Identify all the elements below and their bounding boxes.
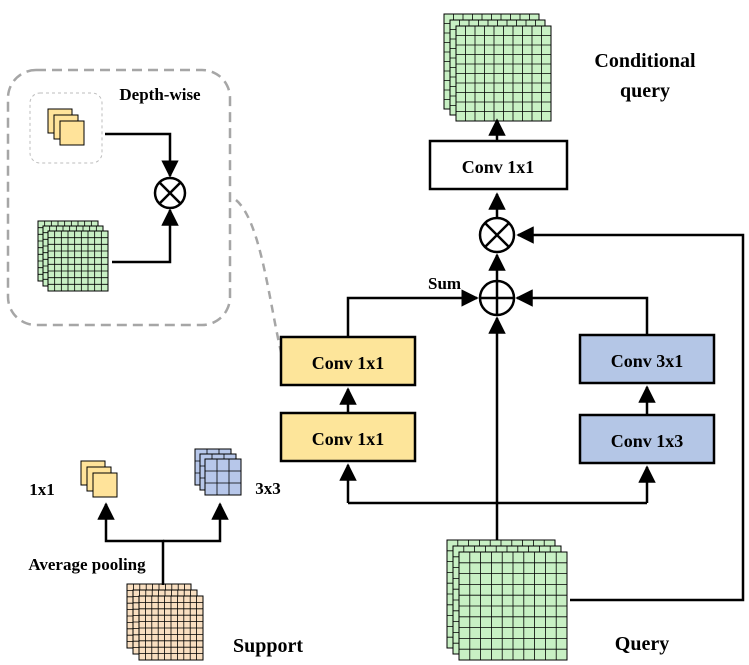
yellow-conv-bottom: [279, 411, 417, 463]
yellow-conv-bottom-label: Conv 1x1: [312, 429, 385, 449]
conditional-query-feature-stack: [443, 13, 552, 122]
conditional-query-label-line1: Conditional: [594, 50, 696, 72]
sum-label: Sum: [428, 274, 461, 293]
average-pooling-label: Average pooling: [28, 555, 146, 574]
blue-conv-bottom-label: Conv 1x3: [611, 431, 684, 451]
depthwise-multiply-x2: [158, 181, 182, 205]
arrow-blue-to-add: [515, 289, 649, 335]
support-feature-stack: [126, 583, 204, 661]
conv-out-block: [428, 139, 569, 191]
arrow-yellow-to-add: [346, 289, 479, 337]
depthwise-kernel-layer-3: [59, 120, 85, 146]
depthwise-kernel-stack: [47, 108, 85, 146]
pooled-1x1-stack: [80, 460, 118, 498]
conditional-query-label-line2: query: [620, 80, 670, 102]
multiply-x2: [484, 222, 510, 248]
arrow-pool-to-3x3: [163, 502, 229, 543]
pooled-3x3-stack: [194, 448, 242, 496]
yellow-conv-top-label: Conv 1x1: [312, 353, 385, 373]
depthwise-panel: [6, 68, 232, 327]
pool-3x3-label: 3x3: [255, 479, 281, 498]
blue-conv-top-label: Conv 3x1: [611, 351, 684, 371]
conv-out-label: Conv 1x1: [462, 157, 535, 177]
depthwise-kernel-box: [29, 92, 103, 164]
blue-conv-top: [578, 333, 716, 385]
depthwise-link-dashed: [235, 199, 285, 361]
yellow-conv-top: [279, 335, 417, 387]
arrow-query-skip-to-multiply: [516, 226, 745, 602]
depthwise-arrow-kernel: [105, 132, 179, 178]
arrow-pool-to-1x1: [97, 502, 165, 585]
support-label: Support: [233, 635, 303, 657]
pooled-3x3-layer-3: [204, 458, 242, 496]
pooled-1x1-layer-3: [92, 472, 118, 498]
query-label: Query: [615, 633, 669, 655]
depthwise-query-layer-3: [47, 230, 109, 292]
query-feature-stack: [446, 539, 568, 661]
pool-1x1-label: 1x1: [29, 480, 55, 499]
depthwise-arrow-query: [112, 208, 179, 264]
depthwise-label: Depth-wise: [119, 85, 201, 104]
depthwise-query-feature-stack: [37, 220, 109, 292]
